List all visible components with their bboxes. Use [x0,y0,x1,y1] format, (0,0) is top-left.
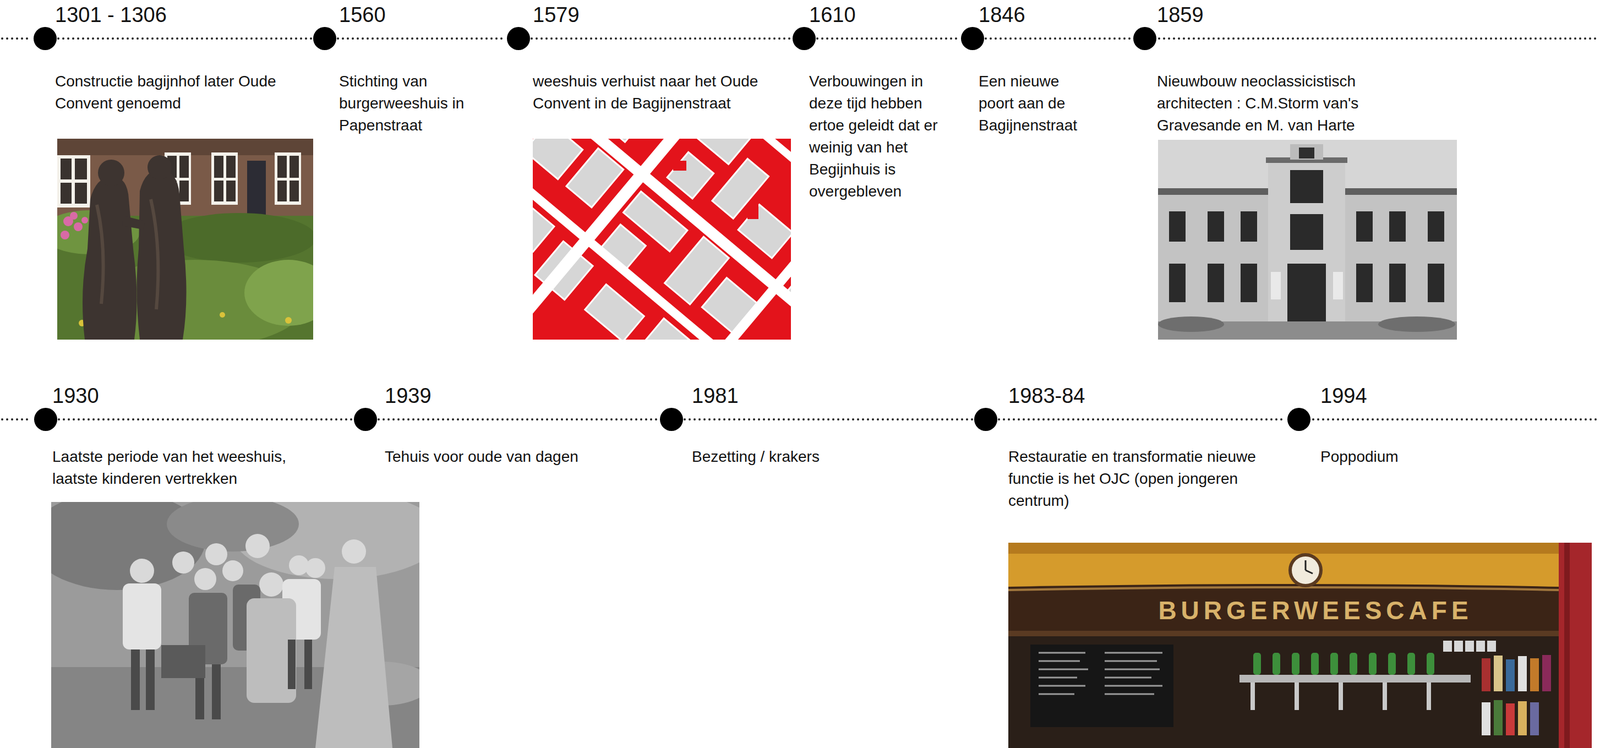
year-label: 1930 [52,385,100,407]
year-label: 1846 [978,4,1026,26]
timeline-connector [985,37,1132,40]
timeline-dot: 1579weeshuis verhuist naar het Oude Conv… [506,26,531,51]
timeline-dot: 1846Een nieuwe poort aan de Bagijnenstra… [960,26,985,51]
event-description: Bezetting / krakers [691,445,957,468]
timeline-connector [998,418,1286,421]
event-description: Verbouwingen in deze tijd hebben ertoe g… [809,70,939,203]
event-description: weeshuis verhuist naar het Oude Convent … [532,70,792,115]
event-description: Restauratie en transformatie nieuwe func… [1008,445,1257,512]
building-photo [1158,139,1457,340]
timeline-connector [378,418,659,421]
year-label: 1301 - 1306 [55,4,167,26]
timeline-connector [58,37,312,40]
timeline-connector [684,418,973,421]
year-label: 1560 [339,4,386,26]
timeline-dot: 1983-84Restauratie en transformatie nieu… [974,407,998,431]
children-photo [51,501,420,748]
year-label: 1610 [809,4,856,26]
timeline-connector [58,418,353,421]
timeline-connector [337,37,506,40]
year-label: 1983-84 [1008,385,1085,407]
event-description: Constructie bagijnhof later Oude Convent… [55,70,287,115]
event-description: Tehuis voor oude van dagen [384,445,660,468]
bar-photo [1008,542,1592,748]
timeline-dot: 1930Laatste periode van het weeshuis, la… [34,407,58,431]
event-description: Stichting van burgerweeshuis in Papenstr… [339,70,488,137]
garden-photo [57,138,314,340]
timeline-line [2,38,1598,420]
timeline-dot: 1981Bezetting / krakers [659,407,684,431]
event-description: Laatste periode van het weeshuis, laatst… [52,445,317,490]
timeline-connector [817,37,960,40]
event-description: Nieuwbouw neoclassicistisch architecten … [1156,70,1416,137]
site-map [532,138,791,340]
year-label: 1859 [1156,4,1204,26]
year-label: 1939 [384,385,432,407]
timeline-dot: 1560Stichting van burgerweeshuis in Pape… [313,26,337,51]
timeline-dot: 1859Nieuwbouw neoclassicistisch architec… [1133,26,1157,51]
timeline-connector [531,37,791,40]
timeline-dot: 1301 - 1306Constructie bagijnhof later O… [33,26,57,51]
timeline-dot: 1994Poppodium [1287,407,1311,431]
timeline-dot: 1939Tehuis voor oude van dagen [353,407,378,431]
year-label: 1981 [691,385,739,407]
year-label: 1579 [532,4,580,26]
year-label: 1994 [1320,385,1368,407]
event-description: Poppodium [1320,445,1486,468]
event-description: Een nieuwe poort aan de Bagijnenstraat [978,70,1096,137]
sign-text: BURGERWEESCAFE [1139,595,1492,626]
timeline-dot: 1610Verbouwingen in deze tijd hebben ert… [792,26,816,51]
